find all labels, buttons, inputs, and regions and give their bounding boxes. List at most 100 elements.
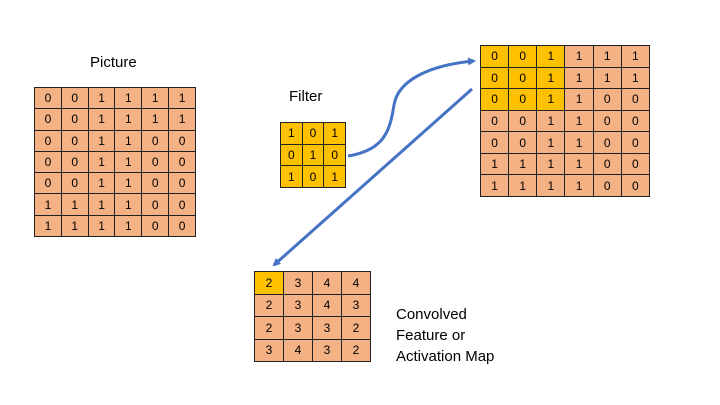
- matrix-cell: 1: [620, 45, 651, 68]
- convolved-label: Convolved Feature or Activation Map: [396, 304, 494, 367]
- matrix-cell: 1: [564, 109, 594, 133]
- matrix-cell: 4: [283, 338, 313, 362]
- matrix-cell: 1: [168, 108, 196, 131]
- filter-to-picture-arrow: [347, 57, 476, 158]
- convolved-label-line-3: Activation Map: [396, 348, 495, 365]
- matrix-cell: 0: [141, 214, 170, 238]
- matrix-cell: 0: [592, 152, 622, 176]
- matrix-cell: 2: [341, 316, 371, 340]
- matrix-cell: 1: [620, 66, 651, 90]
- matrix-cell: 1: [60, 193, 89, 216]
- matrix-cell: 0: [60, 129, 89, 152]
- matrix-cell: 0: [301, 165, 325, 188]
- matrix-cell: 0: [620, 174, 651, 197]
- matrix-cell: 1: [323, 122, 346, 145]
- matrix-cell: 1: [114, 150, 143, 174]
- matrix-cell: 1: [564, 131, 594, 154]
- matrix-cell: 3: [341, 293, 371, 317]
- matrix-cell: 1: [536, 66, 566, 90]
- picture-label: Picture: [90, 54, 137, 71]
- matrix-cell: 0: [141, 150, 170, 174]
- convolved-label-line-2: Feature or: [396, 327, 466, 344]
- matrix-cell: 1: [87, 150, 116, 174]
- matrix-cell: 2: [254, 271, 284, 295]
- matrix-cell: 0: [141, 193, 170, 216]
- matrix-cell: 0: [168, 129, 196, 152]
- matrix-cell: 1: [168, 86, 196, 110]
- matrix-cell: 0: [479, 45, 510, 68]
- matrix-cell: 0: [479, 66, 510, 90]
- matrix-cell: 1: [114, 108, 143, 131]
- matrix-cell: 1: [87, 129, 116, 152]
- matrix-cell: 1: [508, 152, 538, 176]
- matrix-cell: 2: [254, 316, 284, 340]
- matrix-cell: 0: [60, 86, 89, 110]
- matrix-cell: 1: [114, 172, 143, 195]
- filter-label: Filter: [289, 88, 323, 105]
- matrix-cell: 0: [508, 109, 538, 133]
- matrix-cell: 2: [341, 338, 371, 362]
- matrix-cell: 0: [168, 150, 196, 174]
- matrix-cell: 1: [592, 45, 622, 68]
- matrix-cell: 0: [34, 86, 62, 110]
- matrix-cell: 0: [34, 150, 62, 174]
- matrix-cell: 1: [536, 131, 566, 154]
- matrix-cell: 0: [168, 172, 196, 195]
- matrix-cell: 0: [60, 150, 89, 174]
- matrix-cell: 1: [479, 152, 510, 176]
- matrix-cell: 1: [536, 152, 566, 176]
- matrix-cell: 0: [620, 88, 651, 111]
- matrix-cell: 0: [34, 172, 62, 195]
- matrix-cell: 4: [312, 293, 342, 317]
- matrix-cell: 0: [60, 108, 89, 131]
- matrix-cell: 0: [592, 131, 622, 154]
- matrix-cell: 3: [283, 293, 313, 317]
- matrix-cell: 3: [283, 316, 313, 340]
- matrix-cell: 0: [141, 172, 170, 195]
- matrix-cell: 1: [508, 174, 538, 197]
- matrix-cell: 3: [254, 338, 284, 362]
- matrix-cell: 0: [620, 131, 651, 154]
- matrix-cell: 0: [34, 108, 62, 131]
- matrix-cell: 1: [323, 165, 346, 188]
- picture-to-feature-arrow: [272, 87, 473, 267]
- matrix-cell: 1: [114, 129, 143, 152]
- matrix-cell: 0: [508, 66, 538, 90]
- matrix-cell: 1: [87, 214, 116, 238]
- matrix-cell: 0: [620, 152, 651, 176]
- matrix-cell: 1: [114, 86, 143, 110]
- matrix-cell: 1: [141, 108, 170, 131]
- matrix-cell: 0: [592, 174, 622, 197]
- matrix-cell: 0: [34, 129, 62, 152]
- convolved-label-line-1: Convolved: [396, 306, 467, 323]
- matrix-cell: 1: [564, 88, 594, 111]
- matrix-cell: 4: [312, 271, 342, 295]
- matrix-cell: 0: [479, 131, 510, 154]
- matrix-cell: 4: [341, 271, 371, 295]
- matrix-cell: 0: [168, 214, 196, 238]
- matrix-cell: 0: [60, 172, 89, 195]
- matrix-cell: 0: [508, 45, 538, 68]
- matrix-cell: 1: [34, 214, 62, 238]
